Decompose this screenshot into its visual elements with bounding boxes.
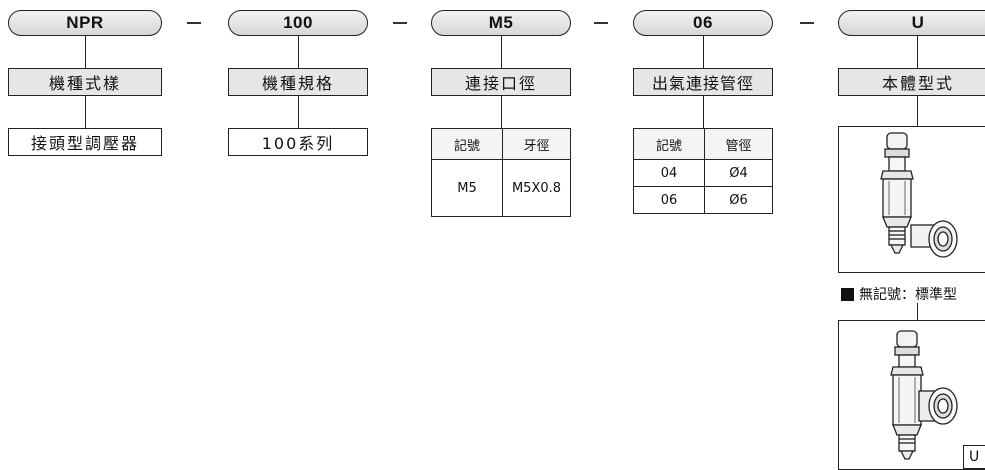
- label-tube-size: 出氣連接管徑: [633, 68, 773, 96]
- connector-line: [85, 36, 86, 68]
- table-cell: M5: [431, 159, 503, 217]
- value-model-spec: 100系列: [228, 128, 368, 156]
- u-body-image: U: [838, 320, 985, 470]
- u-type-tag: U: [963, 445, 985, 469]
- connector-line: [917, 96, 918, 126]
- connector-line: [703, 36, 704, 68]
- value-model-type: 接頭型調壓器: [8, 128, 162, 156]
- connector-line: [501, 36, 502, 68]
- label-model-type: 機種式樣: [8, 68, 162, 96]
- connector-line: [703, 96, 704, 128]
- regulator-fitting-u-icon: [890, 330, 958, 460]
- separator-dash: [393, 22, 407, 24]
- table-header: 管徑: [704, 128, 773, 160]
- tube-size-table: 記號 管徑 04 Ø4 06 Ø6: [633, 128, 773, 214]
- separator-dash: [187, 22, 201, 24]
- connector-line: [917, 303, 918, 320]
- table-cell: 06: [633, 186, 705, 214]
- connector-line: [501, 96, 502, 128]
- port-size-table: 記號 牙徑 M5 M5X0.8: [431, 128, 571, 217]
- label-port-size: 連接口徑: [431, 68, 571, 96]
- separator-dash: [594, 22, 608, 24]
- connector-line: [298, 36, 299, 68]
- code-pill-size: 100: [228, 10, 368, 36]
- legend-text: 無記號：標準型: [859, 287, 957, 303]
- table-cell: Ø6: [704, 186, 773, 214]
- label-model-spec: 機種規格: [228, 68, 368, 96]
- standard-body-image: [838, 126, 985, 273]
- table-header: 記號: [633, 128, 705, 160]
- connector-line: [85, 96, 86, 128]
- label-body-type: 本體型式: [838, 68, 985, 96]
- table-cell: 04: [633, 159, 705, 187]
- table-cell: Ø4: [704, 159, 773, 187]
- code-pill-tube: 06: [633, 10, 773, 36]
- table-header: 記號: [431, 128, 503, 160]
- connector-line: [298, 96, 299, 128]
- standard-type-legend: 無記號：標準型: [841, 284, 957, 304]
- regulator-fitting-icon: [880, 132, 958, 258]
- code-pill-model: NPR: [8, 10, 162, 36]
- table-header: 牙徑: [502, 128, 571, 160]
- legend-square-icon: [841, 287, 854, 301]
- connector-line: [917, 36, 918, 68]
- table-cell: M5X0.8: [502, 159, 571, 217]
- separator-dash: [800, 22, 814, 24]
- code-pill-body: U: [838, 10, 985, 36]
- code-pill-port: M5: [431, 10, 571, 36]
